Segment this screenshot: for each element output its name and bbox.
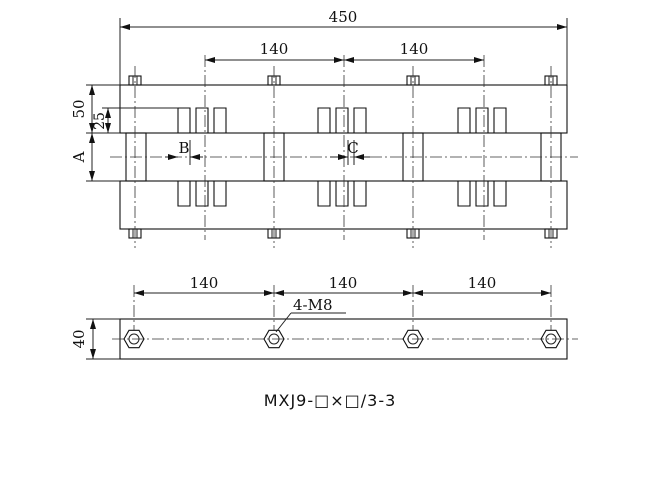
dimension-label-140: 140 — [400, 40, 429, 58]
dimension-left: 50 25 A — [70, 84, 178, 182]
comb-teeth-group — [317, 107, 367, 207]
dimension-label-140: 140 — [260, 40, 289, 58]
dimension-40: 40 — [70, 318, 120, 360]
dimension-B: B — [165, 139, 203, 165]
dimension-label-50: 50 — [70, 99, 88, 118]
center-lines — [110, 55, 578, 248]
dimension-140-side: 140 140 140 — [134, 274, 551, 296]
top-view: 450 140 140 50 25 A B — [70, 8, 578, 248]
holes-label: 4-M8 — [293, 296, 333, 314]
top-bolts — [128, 75, 558, 86]
comb-teeth-group — [457, 107, 507, 207]
bottom-bolts — [128, 228, 558, 239]
top-busbar — [119, 84, 568, 134]
dimension-label-40: 40 — [70, 329, 88, 348]
bottom-busbar — [119, 180, 568, 230]
dimension-label-140: 140 — [190, 274, 219, 292]
dimension-450: 450 — [119, 8, 568, 85]
dimension-140-top: 140 140 — [205, 40, 484, 63]
side-view: 140 140 140 4-M8 40 — [70, 274, 578, 360]
dimension-label-C: C — [347, 139, 358, 157]
dimension-label-A: A — [70, 151, 88, 163]
dimension-label-140: 140 — [468, 274, 497, 292]
hex-nuts — [123, 329, 562, 349]
dimension-label-25: 25 — [92, 112, 108, 130]
dimension-label-140: 140 — [329, 274, 358, 292]
dimension-label-B: B — [178, 139, 189, 157]
drawing-caption: MXJ9-□×□/3-3 — [264, 391, 397, 410]
dimension-C: C — [330, 139, 370, 165]
dimension-label-450: 450 — [329, 8, 358, 26]
comb-teeth-group — [177, 107, 227, 207]
holes-callout: 4-M8 — [275, 296, 346, 333]
